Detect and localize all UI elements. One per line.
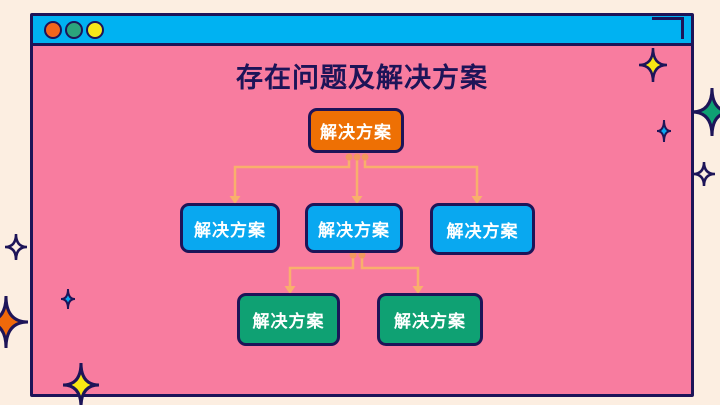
connector-root-to-right [363,157,479,196]
slide-window: 存在问题及解决方案 [30,13,694,397]
sparkle-star-icon-outline-left [4,233,28,261]
sparkle-star-icon-green-right [691,87,720,137]
org-node-level2-2[interactable]: 解决方案 [305,203,403,253]
connector-mid-to-g2 [360,255,420,286]
org-node-level3-2[interactable]: 解决方案 [377,293,483,346]
org-node-level3-1[interactable]: 解决方案 [237,293,340,346]
sparkle-star-icon-outline-right [692,161,716,187]
connector-dot-icon [345,153,353,161]
org-node-level2-3[interactable]: 解决方案 [430,203,535,255]
connector-root-to-left [233,157,351,196]
sparkle-star-icon-orange-left [0,295,29,349]
org-node-level2-1[interactable]: 解决方案 [180,203,280,253]
window-titlebar [33,16,691,46]
corner-bracket-icon [652,17,684,39]
window-control-yellow-button[interactable] [86,20,104,39]
connector-dot-icon [353,153,361,161]
connector-dot-icon [361,153,369,161]
connector-mid-to-g1 [288,255,355,286]
org-node-root[interactable]: 解决方案 [308,108,404,153]
window-control-red-button[interactable] [44,20,62,39]
window-control-green-button[interactable] [65,20,83,39]
slide-title: 存在问题及解决方案 [236,63,488,94]
slide-body: 存在问题及解决方案 [33,46,691,394]
